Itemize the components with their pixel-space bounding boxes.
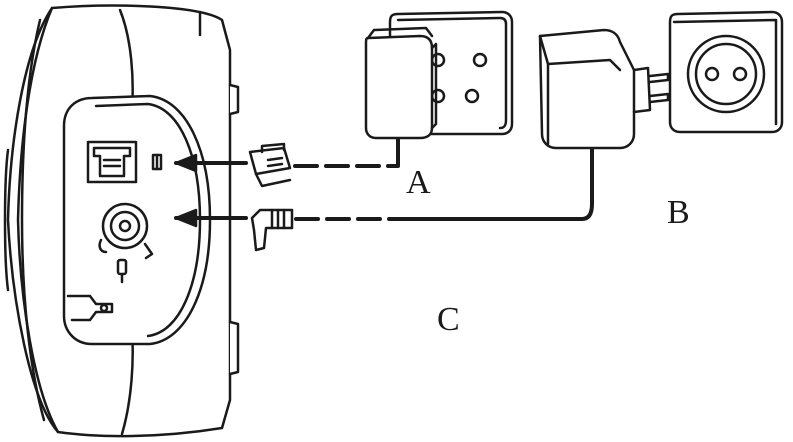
power-line-arrow xyxy=(176,210,246,226)
phone-jack-icon xyxy=(88,142,161,182)
label-a: A xyxy=(406,164,431,201)
power-plug-icon xyxy=(252,210,292,250)
phone-adapter-icon xyxy=(366,28,436,138)
power-wall-socket-icon xyxy=(670,12,782,132)
phone-cable-dashed xyxy=(295,136,398,166)
phone-line-arrow xyxy=(176,155,246,171)
power-jack-icon xyxy=(68,204,152,320)
power-adapter-icon xyxy=(540,30,668,148)
label-b: B xyxy=(667,194,690,231)
phone-plug-icon xyxy=(250,144,290,186)
label-c: C xyxy=(437,301,460,338)
power-cable-dashed xyxy=(296,150,592,219)
